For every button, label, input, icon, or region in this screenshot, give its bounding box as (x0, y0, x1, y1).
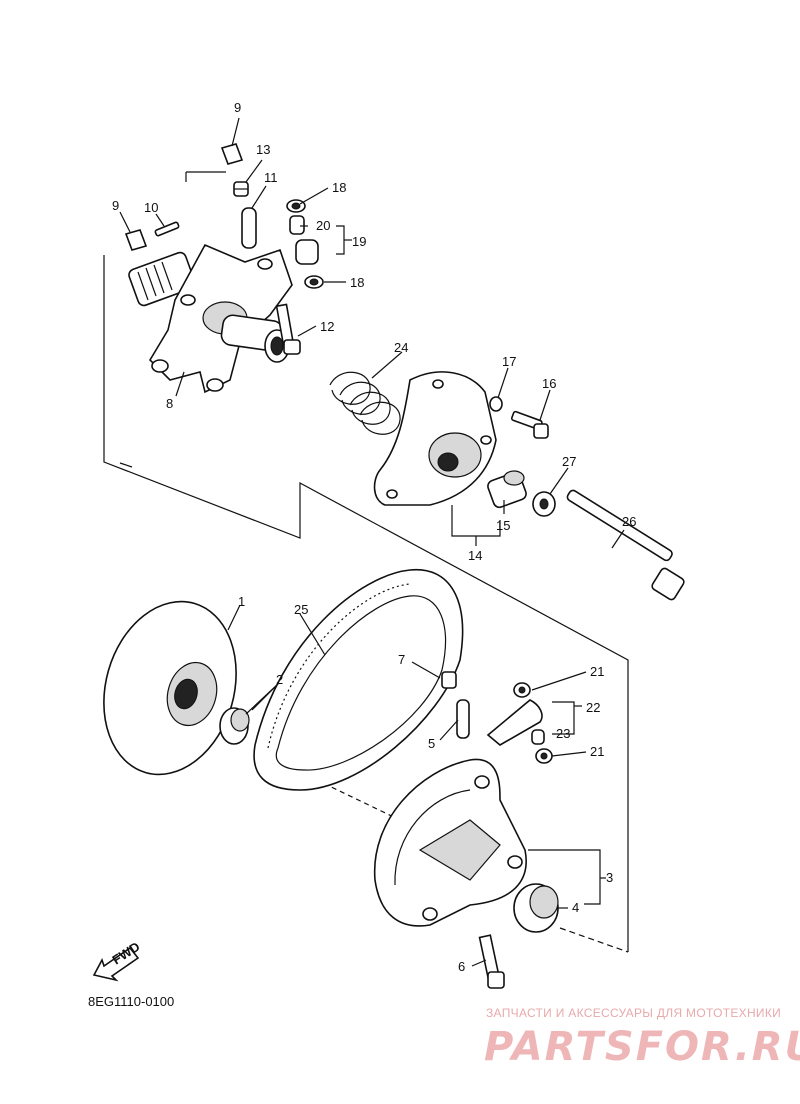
collar (219, 707, 250, 745)
watermark-caption: ЗАПЧАСТИ И АКСЕССУАРЫ ДЛЯ МОТОТЕХНИКИ (486, 1006, 782, 1020)
callout-11: 11 (264, 170, 278, 185)
sheave-bolt (478, 934, 505, 989)
long-bolt (566, 489, 685, 601)
callout-1: 1 (238, 594, 245, 609)
callout-15: 15 (496, 518, 510, 533)
diagram-code: 8EG1110-0100 (88, 994, 175, 1009)
callout-6: 6 (458, 959, 465, 974)
drive-belt (253, 568, 464, 791)
weight-arm-set (486, 682, 553, 764)
callout-19: 19 (352, 234, 366, 249)
callout-2: 2 (276, 672, 283, 687)
slider-nut (441, 671, 457, 689)
bushing-set (286, 199, 324, 289)
callout-3: 3 (606, 870, 613, 885)
callout-27: 27 (562, 454, 576, 469)
nut (233, 181, 249, 197)
callout-21b: 21 (590, 744, 604, 759)
primary-sheave-hub (128, 243, 293, 394)
callout-22: 22 (586, 700, 600, 715)
callouts: 9 13 11 18 20 19 18 12 9 10 8 24 17 16 2… (112, 100, 636, 974)
guide-pin (456, 699, 470, 739)
callout-10: 10 (144, 200, 158, 215)
spring-cover (373, 371, 497, 506)
callout-7: 7 (398, 652, 405, 667)
callout-18b: 18 (350, 275, 364, 290)
callout-20: 20 (316, 218, 330, 233)
slider-block (124, 143, 244, 251)
movable-sheave (373, 758, 527, 927)
roller-pin (241, 207, 257, 249)
callout-23: 23 (556, 726, 570, 741)
spring (329, 371, 401, 435)
callout-8: 8 (166, 396, 173, 411)
fixed-sheave (103, 600, 237, 776)
oil-seal (513, 883, 559, 933)
callout-17: 17 (502, 354, 516, 369)
callout-12: 12 (320, 319, 334, 334)
cover-bolt (510, 410, 549, 439)
callout-9: 9 (234, 100, 241, 115)
callout-13: 13 (256, 142, 270, 157)
callout-14: 14 (468, 548, 482, 563)
bolt (275, 303, 301, 355)
forward-arrow-icon: FWD (92, 939, 142, 982)
callout-25: 25 (294, 602, 308, 617)
callout-16: 16 (542, 376, 556, 391)
callout-9b: 9 (112, 198, 119, 213)
pin (154, 221, 180, 237)
callout-18: 18 (332, 180, 346, 195)
callout-4: 4 (572, 900, 579, 915)
washer (489, 396, 503, 412)
callout-5: 5 (428, 736, 435, 751)
watermark-logo: PARTSFOR.RU (484, 1024, 800, 1070)
callout-21: 21 (590, 664, 604, 679)
cover-bushing (487, 470, 527, 509)
retaining-washer (532, 491, 556, 517)
callout-24: 24 (394, 340, 408, 355)
callout-26: 26 (622, 514, 636, 529)
leader-lines (119, 117, 625, 967)
assembly-outline (103, 171, 629, 953)
